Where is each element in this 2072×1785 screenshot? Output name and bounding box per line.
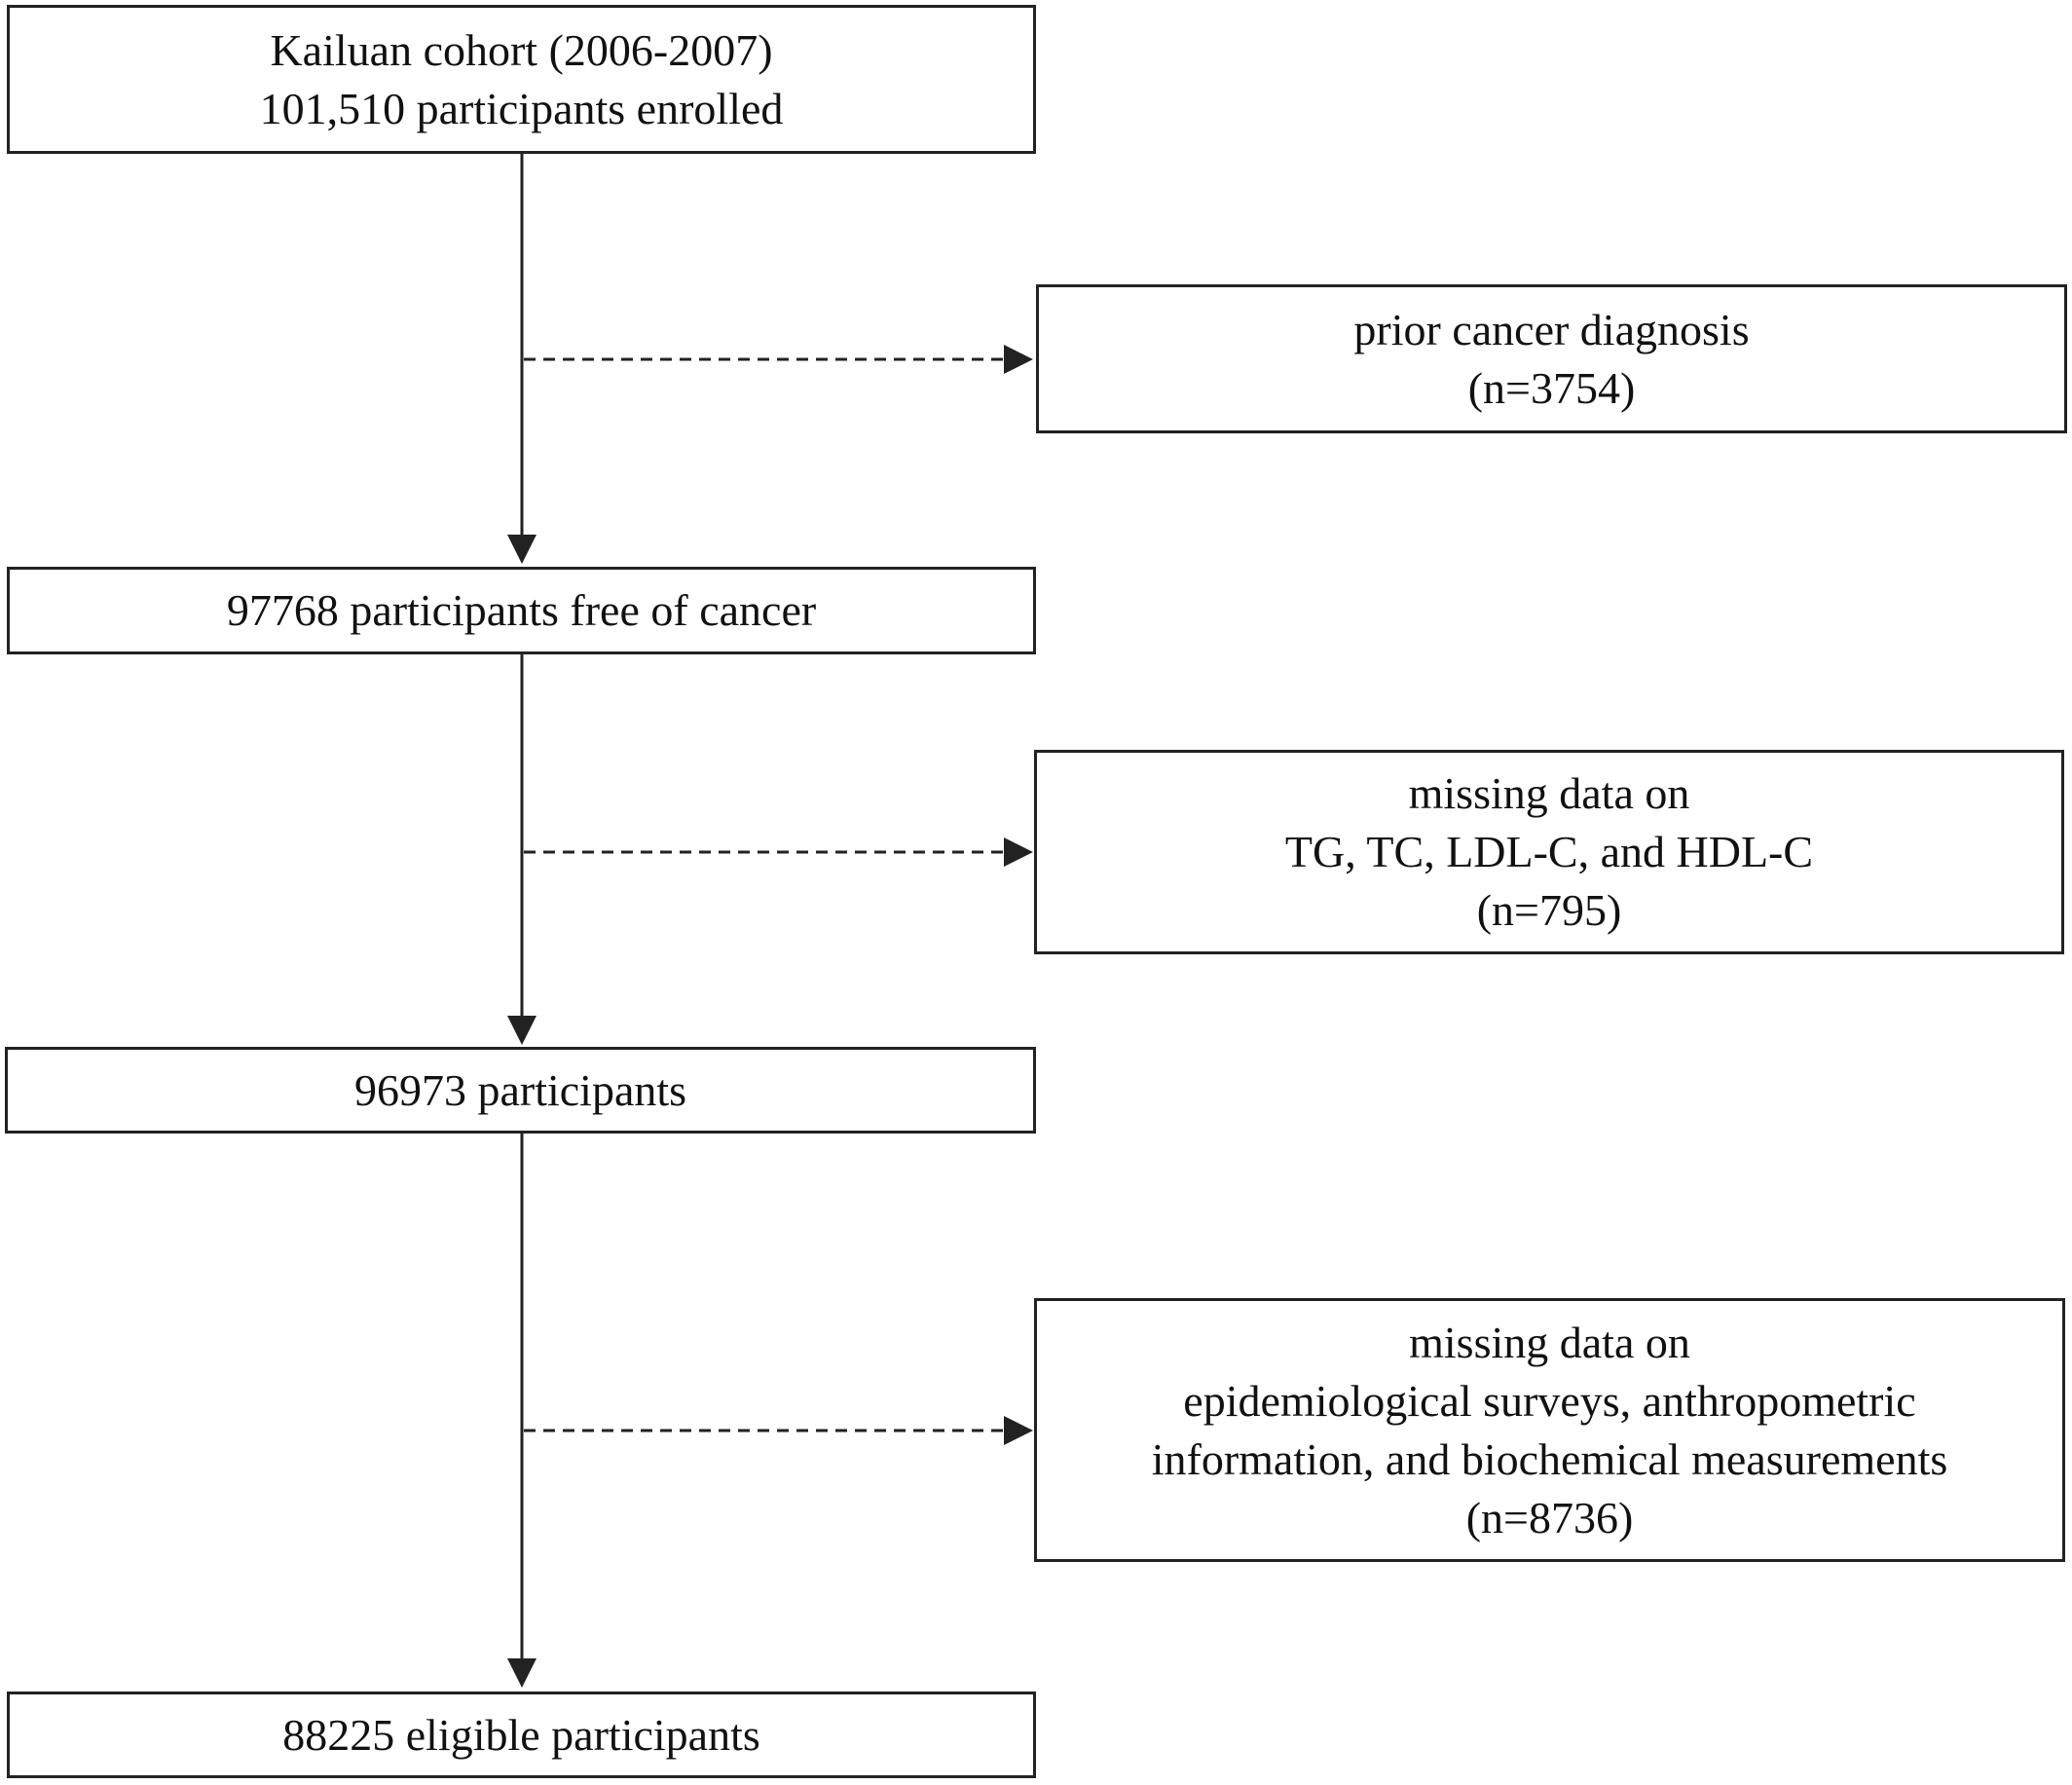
cancer-free-box: 97768 participants free of cancer [7, 567, 1036, 654]
exclusion-lipid-reason-line1: missing data on [1408, 768, 1690, 818]
participants-box: 96973 participants [5, 1047, 1036, 1134]
exclusion-lipid-count: (n=795) [1476, 885, 1622, 935]
exclusion-survey-reason-line1: missing data on [1409, 1317, 1690, 1367]
exclusion-box-survey-data: missing data on epidemiological surveys,… [1034, 1298, 2065, 1562]
enrolled-cohort-title: Kailuan cohort (2006-2007) [270, 24, 773, 75]
exclusion-survey-reason-line2: epidemiological surveys, anthropometric [1183, 1375, 1916, 1426]
enrolled-cohort-count: 101,510 participants enrolled [259, 83, 784, 133]
participants-label: 96973 participants [353, 1064, 687, 1115]
exclusion-prior-cancer-count: (n=3754) [1467, 362, 1636, 413]
eligible-participants-box: 88225 eligible participants [7, 1692, 1036, 1778]
exclusion-box-lipid-data: missing data on TG, TC, LDL-C, and HDL-C… [1034, 750, 2064, 954]
exclusion-survey-count: (n=8736) [1465, 1492, 1634, 1543]
exclusion-box-prior-cancer: prior cancer diagnosis (n=3754) [1036, 284, 2067, 433]
exclusion-lipid-reason-line2: TG, TC, LDL-C, and HDL-C [1284, 827, 1814, 876]
enrolled-cohort-box: Kailuan cohort (2006-2007) 101,510 parti… [7, 5, 1036, 154]
exclusion-prior-cancer-reason: prior cancer diagnosis [1353, 304, 1750, 354]
eligible-participants-label: 88225 eligible participants [282, 1709, 760, 1760]
cancer-free-label: 97768 participants free of cancer [226, 585, 817, 635]
exclusion-survey-reason-line3: information, and biochemical measurement… [1151, 1433, 1948, 1484]
